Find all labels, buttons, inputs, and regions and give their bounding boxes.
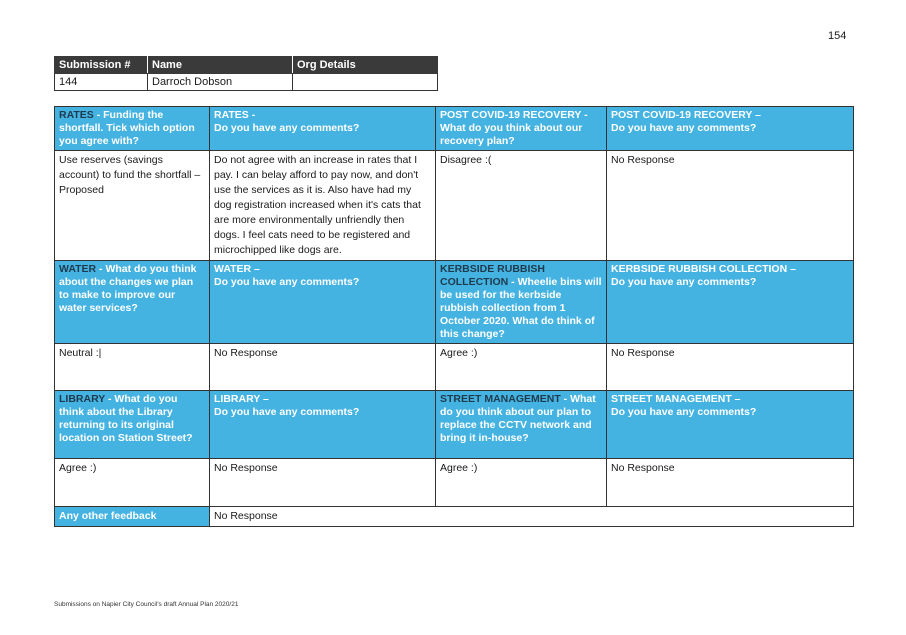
answer-cell: Disagree :( [435,150,607,261]
submission-table: Submission # Name Org Details 144 Darroc… [54,56,438,91]
question-cell: WATER –Do you have any comments? [209,260,436,344]
question-title: LIBRARY [59,393,106,405]
submission-value-row: 144 Darroch Dobson [54,73,438,91]
other-feedback-value: No Response [209,506,854,527]
answer-cell: No Response [606,458,854,507]
name-header: Name [147,56,293,74]
submission-header-row: Submission # Name Org Details [54,56,438,74]
question-title: POST COVID-19 RECOVERY – [611,109,761,121]
question-cell: LIBRARY –Do you have any comments? [209,390,436,459]
org-details [292,73,438,91]
answer-cell: Do not agree with an increase in rates t… [209,150,436,261]
submitter-name: Darroch Dobson [147,73,293,91]
question-text: Do you have any comments? [611,122,757,134]
question-text: - What do you think about our recovery p… [440,109,588,147]
question-title: RATES - [214,109,256,121]
question-cell: RATES -Do you have any comments? [209,106,436,151]
answer-cell: No Response [606,343,854,391]
question-cell: STREET MANAGEMENT - What do you think ab… [435,390,607,459]
answer-cell: Agree :) [435,343,607,391]
other-feedback-label: Any other feedback [54,506,210,527]
question-cell: POST COVID-19 RECOVERY - What do you thi… [435,106,607,151]
answer-cell: Use reserves (savings account) to fund t… [54,150,210,261]
question-cell: KERBSIDE RUBBISH COLLECTION –Do you have… [606,260,854,344]
question-row: RATES - Funding the shortfall. Tick whic… [54,106,854,151]
question-text: - Funding the shortfall. Tick which opti… [59,109,195,147]
answer-cell: Agree :) [435,458,607,507]
question-text: - What do you think about our plan to re… [440,393,596,444]
question-text: - Wheelie bins will be used for the kerb… [440,276,602,340]
answer-row: Neutral :| No Response Agree :) No Respo… [54,343,854,391]
question-title: WATER – [214,263,260,275]
question-text: - What do you think about the Library re… [59,393,193,444]
answer-cell: Agree :) [54,458,210,507]
question-cell: POST COVID-19 RECOVERY –Do you have any … [606,106,854,151]
question-title: STREET MANAGEMENT – [611,393,741,405]
question-title: KERBSIDE RUBBISH COLLECTION – [611,263,796,275]
question-cell: RATES - Funding the shortfall. Tick whic… [54,106,210,151]
answer-row: Use reserves (savings account) to fund t… [54,150,854,261]
question-text: Do you have any comments? [214,122,360,134]
question-row: WATER - What do you think about the chan… [54,260,854,344]
question-title: KERBSIDE RUBBISH COLLECTION [440,263,546,288]
question-cell: WATER - What do you think about the chan… [54,260,210,344]
answer-cell: Neutral :| [54,343,210,391]
question-text: Do you have any comments? [611,276,757,288]
answer-cell: No Response [209,458,436,507]
question-text: Do you have any comments? [611,406,757,418]
org-details-header: Org Details [292,56,438,74]
question-title: POST COVID-19 RECOVERY [440,109,582,121]
question-cell: KERBSIDE RUBBISH COLLECTION - Wheelie bi… [435,260,607,344]
question-text: Do you have any comments? [214,406,360,418]
question-cell: STREET MANAGEMENT –Do you have any comme… [606,390,854,459]
question-cell: LIBRARY - What do you think about the Li… [54,390,210,459]
question-title: WATER [59,263,97,275]
question-title: RATES [59,109,94,121]
feedback-table: RATES - Funding the shortfall. Tick whic… [54,106,854,527]
page-number: 154 [828,30,847,42]
answer-row: Agree :) No Response Agree :) No Respons… [54,458,854,507]
question-title: LIBRARY – [214,393,269,405]
question-text: Do you have any comments? [214,276,360,288]
question-text: - What do you think about the changes we… [59,263,197,314]
other-feedback-row: Any other feedback No Response [54,506,854,527]
question-title: STREET MANAGEMENT [440,393,561,405]
document-footer: Submissions on Napier City Council's dra… [54,601,239,608]
answer-cell: No Response [606,150,854,261]
submission-number: 144 [54,73,148,91]
answer-cell: No Response [209,343,436,391]
submission-number-header: Submission # [54,56,148,74]
question-row: LIBRARY - What do you think about the Li… [54,390,854,459]
